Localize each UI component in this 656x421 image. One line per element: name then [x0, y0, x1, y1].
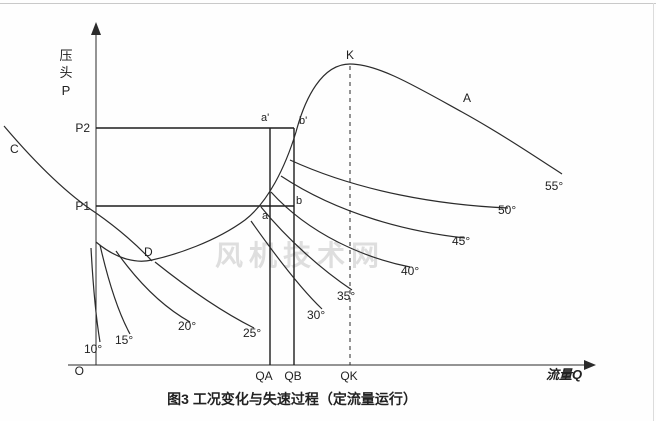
main-curve-55deg: [95, 63, 563, 262]
angle-label-30: 30°: [307, 308, 325, 322]
label-p2: P2: [75, 121, 90, 135]
label-qk: QK: [340, 369, 357, 383]
angle-label-55: 55°: [545, 179, 563, 193]
angle-label-10: 10°: [84, 342, 102, 356]
angle-label-40: 40°: [401, 264, 419, 278]
angle-curve-45deg: [280, 175, 466, 239]
angle-curve-40deg: [270, 191, 411, 268]
angle-curve-50deg: [289, 159, 509, 209]
label-k: K: [346, 48, 354, 62]
label-qa: QA: [255, 369, 272, 383]
y-axis-title-char1: 压: [59, 48, 72, 63]
angle-curve-35deg: [260, 206, 353, 291]
label-origin: O: [75, 364, 84, 378]
angle-label-35: 35°: [337, 289, 355, 303]
x-axis-title: 流量Q: [546, 367, 582, 382]
angle-curve-30deg: [250, 220, 323, 310]
angle-label-15: 15°: [115, 333, 133, 347]
figure-caption: 图3 工况变化与失速过程（定流量运行）: [167, 391, 417, 407]
label-b-prime: b': [299, 115, 307, 127]
x-axis-arrow-icon: [584, 360, 596, 370]
y-axis-arrow-icon: [91, 22, 101, 35]
angle-label-25: 25°: [243, 326, 261, 340]
label-p1: P1: [75, 199, 90, 213]
y-axis-title-char2: 头: [59, 65, 72, 80]
angle-label-50: 50°: [498, 203, 516, 217]
watermark-text: 风机技术网: [215, 240, 385, 271]
system-curve-c: [3, 125, 153, 262]
angle-curve-10deg: [90, 247, 101, 343]
image-border-right: [653, 3, 654, 421]
label-b: b: [296, 195, 302, 207]
label-a: a: [262, 210, 269, 222]
angle-curve-15deg: [99, 244, 131, 335]
label-a-curve: A: [463, 91, 471, 105]
y-axis-title-p: P: [62, 83, 71, 98]
image-border-top: [0, 3, 656, 4]
label-qb: QB: [284, 369, 301, 383]
angle-curve-25deg: [154, 261, 255, 329]
label-c: C: [10, 142, 19, 156]
angle-label-20: 20°: [178, 319, 196, 333]
label-d: D: [144, 245, 153, 259]
angle-label-45: 45°: [452, 234, 470, 248]
angle-curve-20deg: [115, 250, 191, 323]
label-a-prime: a': [261, 112, 269, 124]
